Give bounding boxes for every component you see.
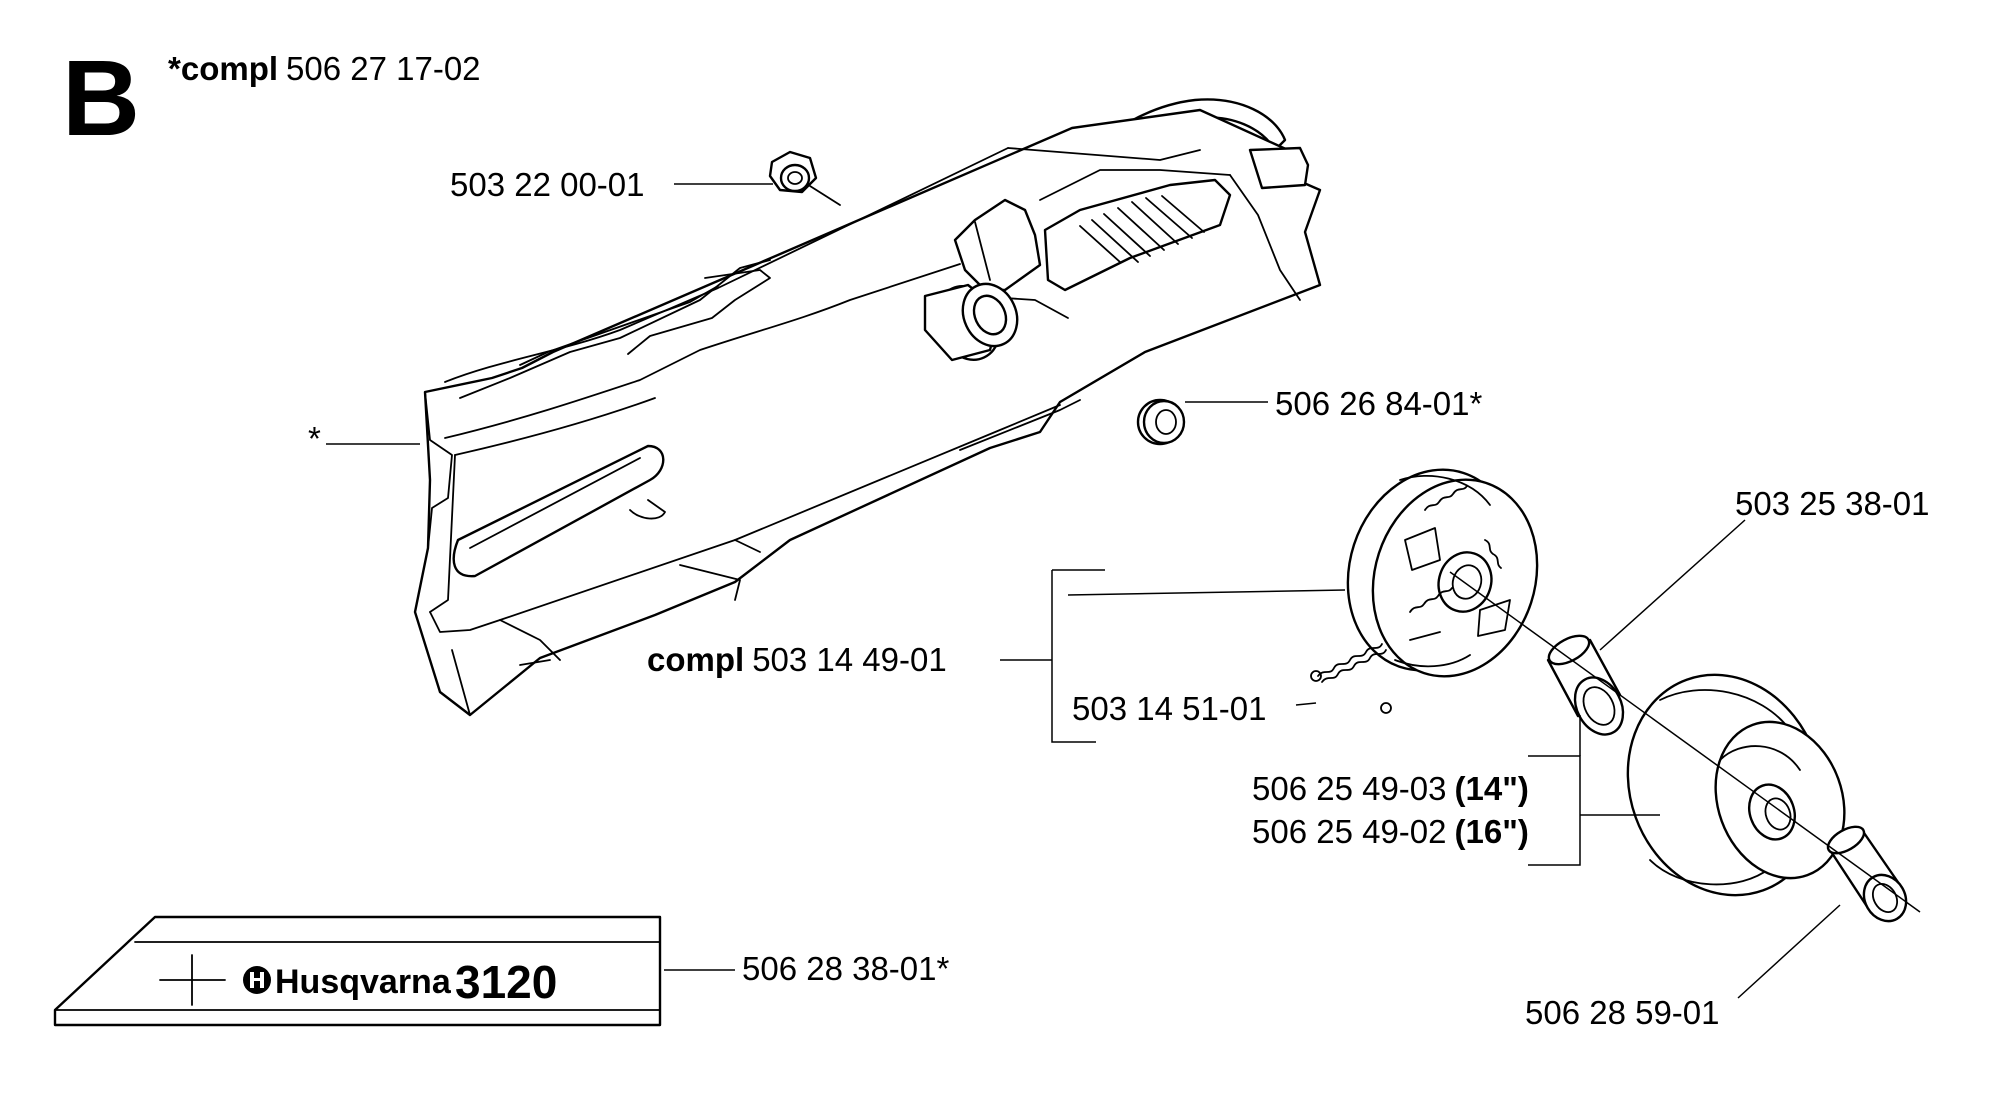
- label-drum-14-size: (14"): [1455, 770, 1529, 807]
- label-clutch-number: 503 14 49-01: [752, 641, 947, 678]
- decal-model: 3120: [455, 956, 557, 1008]
- rim-part: [1826, 825, 1908, 923]
- needle-bearing-part: [1546, 634, 1625, 736]
- spring-part: [1310, 643, 1392, 714]
- label-drum-14-number: 506 25 49-03: [1252, 770, 1447, 807]
- clutch-cover: [413, 98, 1322, 717]
- clutch-part: [1346, 468, 1539, 678]
- label-washer: 506 26 84-01*: [1275, 385, 1483, 422]
- vent-ribs: [1079, 195, 1205, 263]
- label-nut: 503 22 00-01: [450, 166, 645, 203]
- assembly-axis: [1449, 571, 1921, 913]
- label-spring: 503 14 51-01: [1072, 690, 1267, 727]
- label-drum-14: 506 25 49-03(14"): [1252, 770, 1529, 807]
- label-bar-guard: 506 28 38-01*: [742, 950, 950, 987]
- label-drum-16-size: (16"): [1455, 813, 1529, 850]
- nut-part: [768, 150, 841, 206]
- husqvarna-logo-icon: [243, 966, 271, 994]
- assembly-header-prefix: *compl: [168, 50, 278, 87]
- assembly-header-number: 506 27 17-02: [286, 50, 481, 87]
- label-drum-16: 506 25 49-02(16"): [1252, 813, 1529, 850]
- washer-part: [1136, 398, 1186, 446]
- label-asterisk: *: [308, 420, 321, 457]
- decal-brand: Husqvarna: [275, 963, 452, 1001]
- bar-guard-decal: Husqvarna 3120: [53, 915, 662, 1027]
- label-rim: 506 28 59-01: [1525, 994, 1720, 1031]
- clutch-drum-part: [1626, 673, 1846, 897]
- section-letter: B: [62, 37, 140, 158]
- label-needle-bearing: 503 25 38-01: [1735, 485, 1930, 522]
- leader-lines: [326, 183, 1841, 999]
- label-drum-16-number: 506 25 49-02: [1252, 813, 1447, 850]
- label-clutch-prefix: compl: [647, 641, 744, 678]
